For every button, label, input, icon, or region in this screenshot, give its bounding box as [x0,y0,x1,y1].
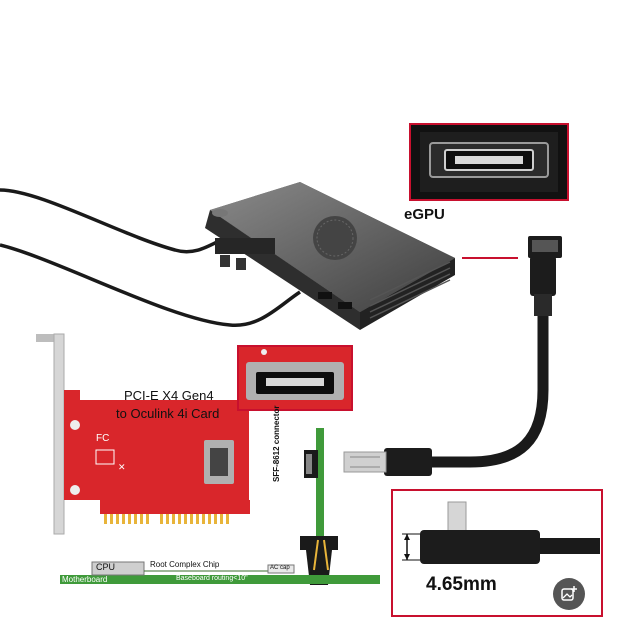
svg-text:✕: ✕ [118,462,126,472]
egpu-cable-2 [0,243,301,327]
riser-board [300,428,338,585]
measurement-detail [402,501,600,564]
root-complex-label: Root Complex Chip [150,560,220,569]
pcie-card: FC ✕ [36,333,250,535]
baseboard-routing-label: Baseboard routing<10" [176,575,248,582]
oculink-cable [343,236,562,476]
card-title-line1: PCI-E X4 Gen4 [124,388,214,403]
motherboard-strip [60,561,380,584]
cpu-label: CPU [96,562,116,572]
card-title-line2: to Oculink 4i Card [116,406,220,421]
pcie-port-detail [246,349,344,400]
egpu-port-detail [420,132,558,192]
svg-text:FC: FC [96,433,109,444]
egpu-cable-1 [0,188,226,254]
egpu-label: eGPU [404,206,445,223]
image-add-button[interactable] [553,578,585,610]
ac-cap-label: AC cap [270,565,290,571]
connector-label: SFF-8612 connector [272,405,281,482]
image-add-icon [561,586,577,601]
egpu-dock [205,182,455,330]
motherboard-label: Motherboard [62,575,108,584]
measurement-label: 4.65mm [426,574,497,595]
